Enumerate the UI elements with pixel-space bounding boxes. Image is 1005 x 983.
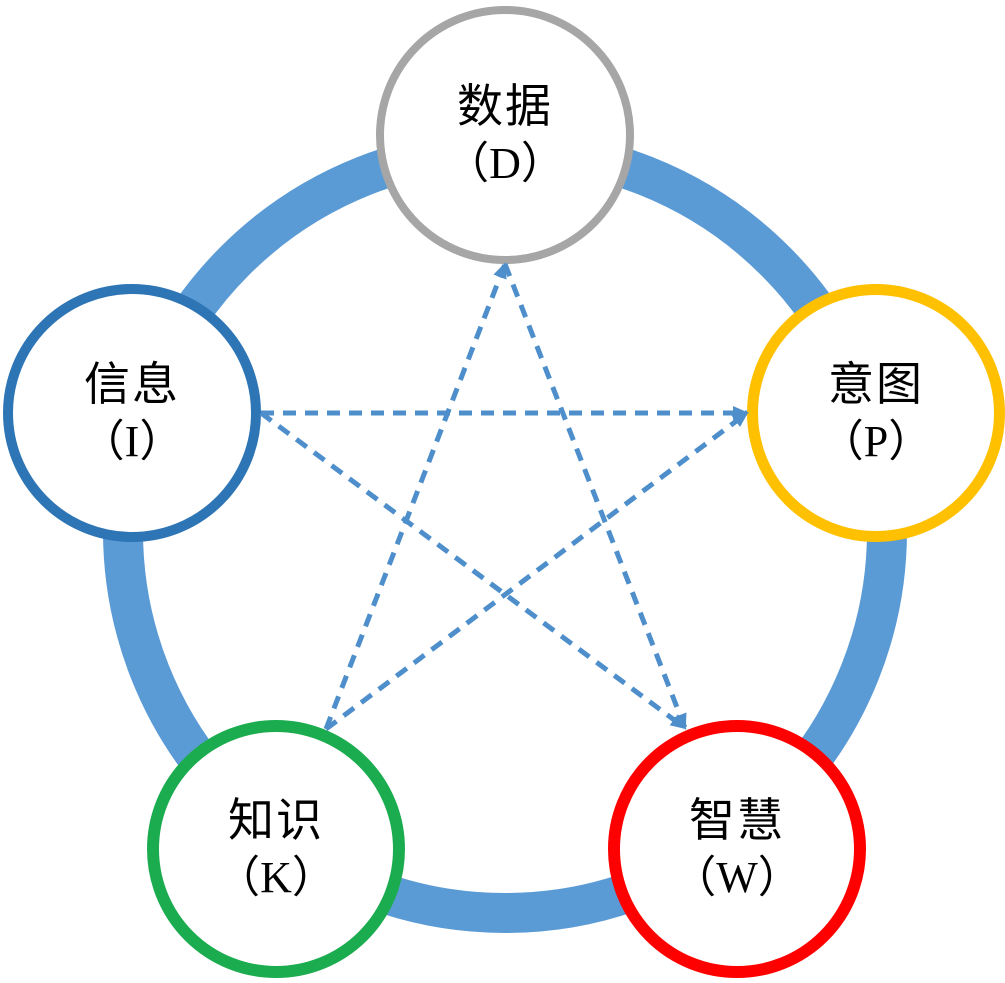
node-abbr-information: （I） — [80, 417, 184, 466]
connector-data-to-wisdom — [502, 263, 688, 730]
node-abbr-purpose: （P） — [819, 417, 933, 466]
node-label-purpose: 意图 — [828, 358, 924, 410]
node-abbr-wisdom: （W） — [672, 853, 802, 902]
node-circle-purpose: 意图 （P） — [747, 284, 1005, 542]
node-label-data: 数据 — [457, 80, 553, 132]
node-label-wisdom: 智慧 — [689, 794, 785, 846]
node-abbr-data: （D） — [445, 139, 565, 188]
node-circle-wisdom: 智慧 （W） — [608, 720, 866, 978]
connector-knowledge-to-data — [323, 262, 508, 730]
node-circle-knowledge: 知识 （K） — [147, 720, 405, 978]
node-abbr-knowledge: （K） — [216, 853, 336, 902]
node-label-information: 信息 — [84, 358, 180, 410]
node-label-knowledge: 知识 — [228, 794, 324, 846]
node-circle-information: 信息 （I） — [3, 284, 261, 542]
node-circle-data: 数据 （D） — [376, 6, 634, 264]
connector-knowledge-to-purpose — [324, 411, 749, 731]
connector-information-to-wisdom — [259, 410, 687, 731]
